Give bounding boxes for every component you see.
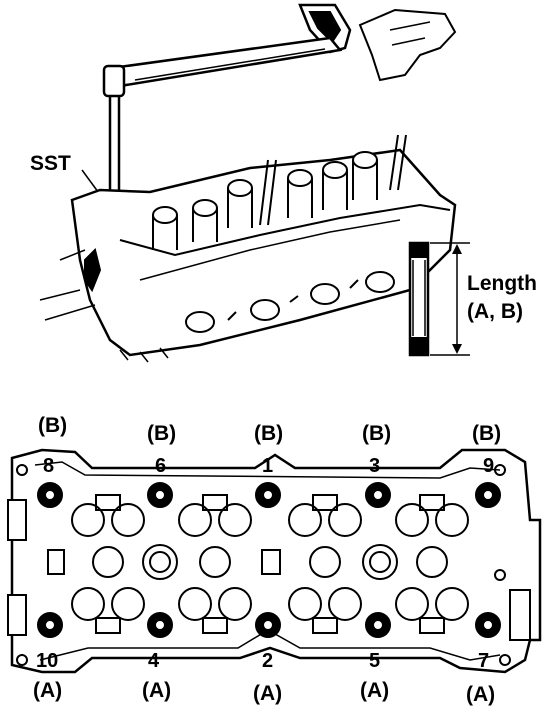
cylinder-head-illustration bbox=[39, 3, 470, 363]
bolt-group-label: (A) bbox=[253, 682, 282, 705]
bolt-group-label: (B) bbox=[147, 422, 176, 445]
bolt-group-label: (A) bbox=[466, 683, 495, 706]
length-group-label: (A, B) bbox=[467, 300, 523, 323]
bolt-order-number: 3 bbox=[369, 455, 380, 477]
bolt-group-label: (B) bbox=[254, 422, 283, 445]
bolt-group-label: (A) bbox=[142, 679, 171, 702]
bolt-group-label: (B) bbox=[472, 422, 501, 445]
bolt-order-number: 10 bbox=[36, 650, 58, 672]
bolt-group-label: (B) bbox=[38, 414, 67, 437]
bolt-order-number: 9 bbox=[483, 455, 494, 477]
cylinder-head-plan-view bbox=[7, 448, 542, 674]
bolt-order-number: 4 bbox=[148, 650, 160, 672]
bolt-group-label: (A) bbox=[360, 679, 389, 702]
length-label: Length bbox=[467, 272, 537, 295]
bolt-group-label: (A) bbox=[33, 679, 62, 702]
bolt-order-number: 7 bbox=[478, 650, 489, 672]
bolt-order-number: 2 bbox=[262, 650, 273, 672]
bolt-order-number: 6 bbox=[155, 455, 166, 477]
bolt-order-number: 8 bbox=[43, 455, 54, 477]
bolt-group-label: (B) bbox=[362, 422, 391, 445]
sst-label: SST bbox=[30, 152, 71, 175]
bolt-order-number: 1 bbox=[262, 455, 273, 477]
bolt-order-number: 5 bbox=[369, 650, 380, 672]
